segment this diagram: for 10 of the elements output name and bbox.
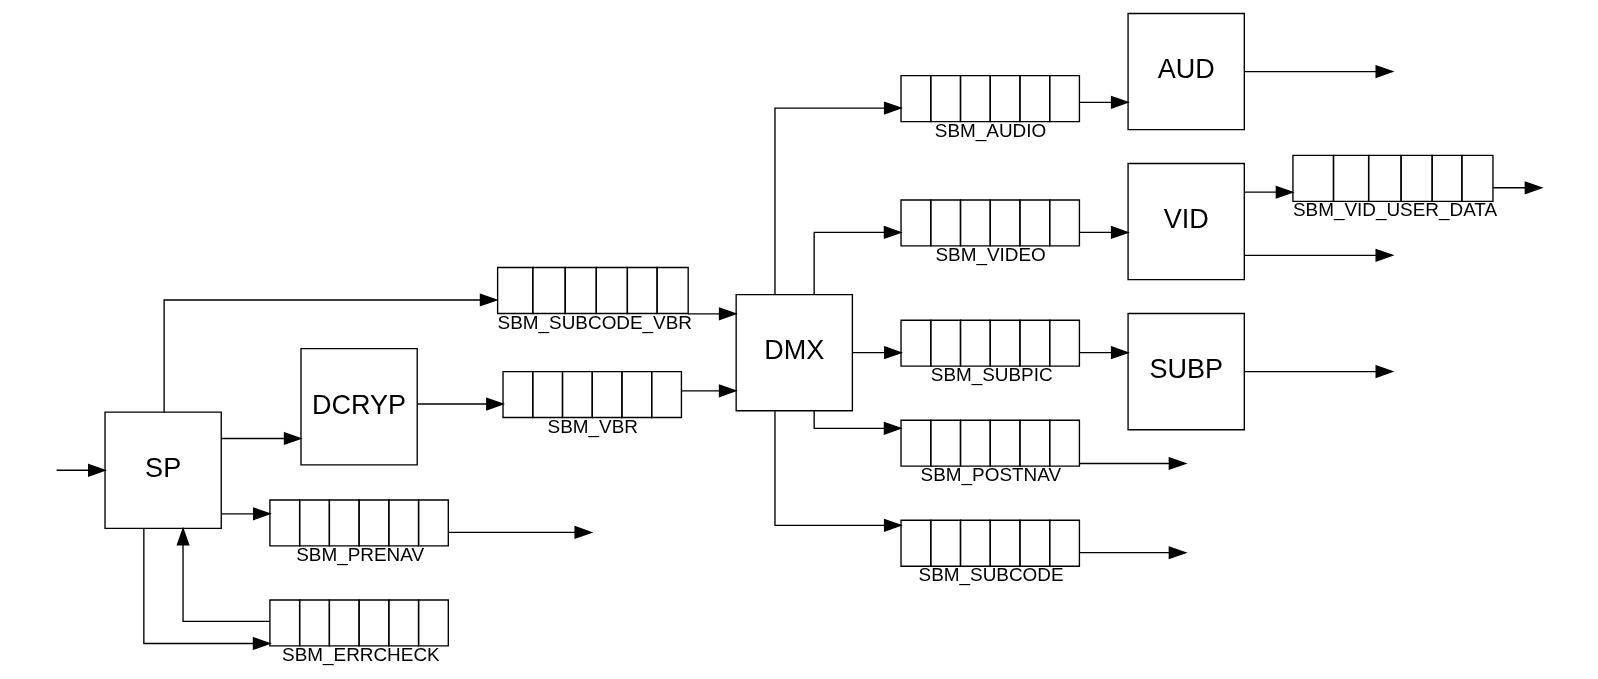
node-label: SBM_POSTNAV bbox=[920, 464, 1062, 486]
node-label: SBM_AUDIO bbox=[934, 119, 1047, 141]
node-label: SBM_VIDEO bbox=[935, 244, 1046, 266]
node-label: SBM_VBR bbox=[547, 415, 638, 437]
node-label: SBM_ERRCHECK bbox=[282, 644, 440, 666]
node-label: SBM_SUBCODE_VBR bbox=[497, 311, 692, 333]
node-label: SBM_VID_USER_DATA bbox=[1292, 199, 1498, 221]
node-label: SBM_SUBCODE bbox=[918, 564, 1064, 586]
node-label: SBM_PRENAV bbox=[296, 544, 425, 566]
node-label: SBM_SUBPIC bbox=[930, 364, 1053, 386]
